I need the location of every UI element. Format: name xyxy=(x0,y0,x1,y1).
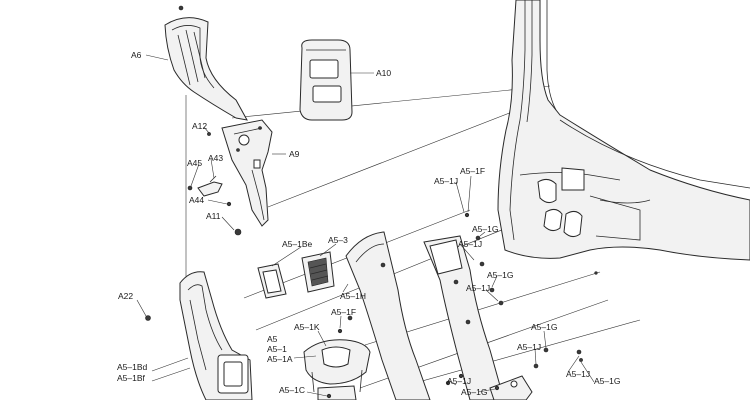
label-a43: A43 xyxy=(208,153,223,163)
label-a9: A9 xyxy=(289,149,300,159)
label-a5-3: A5–3 xyxy=(328,235,348,245)
label-a5-1h: A5–1H xyxy=(340,291,366,301)
label-a5-1j-c: A5–1J xyxy=(466,283,490,293)
label-a5-1g-b: A5–1G xyxy=(487,270,513,280)
part-belt-buckle xyxy=(489,375,533,400)
part-a43-clip xyxy=(197,175,223,197)
label-a5-1: A5–1 xyxy=(267,344,287,354)
label-a5-1j-b: A5–1J xyxy=(458,239,482,249)
label-a5-1j-e: A5–1J xyxy=(566,369,590,379)
callout-labels: A6 A10 A12 A43 A45 A9 A44 A11 A22 A5–1F … xyxy=(117,50,620,397)
part-door-frame xyxy=(497,0,750,275)
label-a5-1f-top: A5–1F xyxy=(460,166,485,176)
part-a22-pillar-trim xyxy=(145,271,253,400)
label-a5-1a: A5–1A xyxy=(267,354,293,364)
part-a5-3-vent xyxy=(301,251,335,293)
part-a10-cover xyxy=(299,39,353,121)
label-a5-1g-c: A5–1G xyxy=(531,322,557,332)
fastener-a45 xyxy=(187,185,193,191)
label-a5-1g-e: A5–1G xyxy=(461,387,487,397)
label-a22: A22 xyxy=(118,291,133,301)
label-a5-1bf: A5–1Bf xyxy=(117,373,146,383)
label-a11: A11 xyxy=(206,211,221,221)
part-belt-panel-2 xyxy=(423,235,505,400)
label-a5-1bd: A5–1Bd xyxy=(117,362,148,372)
part-a6-trim-cap xyxy=(164,5,248,121)
screw-a11 xyxy=(234,228,242,236)
label-a5-1j-f: A5–1J xyxy=(447,376,471,386)
label-a44: A44 xyxy=(189,195,204,205)
label-a5-1c: A5–1C xyxy=(279,385,305,395)
part-a5-1be-bezel xyxy=(257,263,287,299)
part-a9-bracket xyxy=(221,119,273,227)
fastener-a12 xyxy=(207,132,211,136)
label-a6: A6 xyxy=(131,50,142,60)
label-a12: A12 xyxy=(192,121,207,131)
label-a5-1k: A5–1K xyxy=(294,322,320,332)
label-a45: A45 xyxy=(187,158,202,168)
label-a5-1f-mid: A5–1F xyxy=(331,307,356,317)
belt-fasteners xyxy=(326,212,583,399)
label-a5-1be: A5–1Be xyxy=(282,239,313,249)
label-leaders xyxy=(136,54,595,397)
label-a5-1j-d: A5–1J xyxy=(517,342,541,352)
label-a5-1g-d: A5–1G xyxy=(594,376,620,386)
label-a5: A5 xyxy=(267,334,278,344)
label-a5-1j-top: A5–1J xyxy=(434,176,458,186)
label-a10: A10 xyxy=(376,68,391,78)
fastener-a44 xyxy=(226,201,232,207)
part-belt-panel-1 xyxy=(345,231,431,400)
label-a5-1g-a: A5–1G xyxy=(472,224,498,234)
